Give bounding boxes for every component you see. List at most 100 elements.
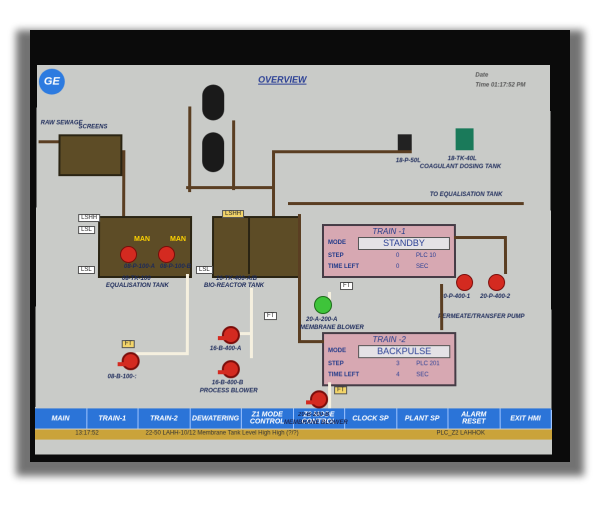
air-line-b	[135, 352, 189, 356]
logo-text: GE	[43, 75, 60, 88]
membrane-blower-a-label: MEMBRANE BLOWER	[300, 325, 364, 332]
bioreactor-divider	[247, 218, 251, 275]
permeate-pump-1[interactable]	[456, 274, 474, 292]
monitor-bezel: GE OVERVIEW Date Time 01:17:52 PM RAW SE…	[30, 30, 570, 462]
train-1-step-label: STEP	[327, 253, 344, 259]
vessel-pipe-2	[232, 120, 236, 191]
permeate-pump-label: PERMEATE/TRANSFER PUMP	[438, 314, 525, 321]
eq-pump-a[interactable]	[119, 246, 138, 263]
nav-alarm-reset[interactable]: ALARM RESET	[448, 408, 501, 429]
status-message: 22-50 LAHH-10/12 Membrane Tank Level Hig…	[145, 430, 299, 437]
train-1-sec-value: SEC	[416, 263, 429, 271]
membrane-blower-a[interactable]	[314, 296, 333, 315]
permeate-pump-2[interactable]	[488, 274, 506, 292]
raw-sewage-label: RAW SEWAGE	[40, 120, 83, 127]
train-2-step-label: STEP	[328, 361, 344, 368]
membrane-blower-b-id: 20-B-200-B	[298, 412, 330, 418]
process-return-2	[298, 340, 325, 344]
status-time: 13:17:52	[75, 430, 99, 437]
bioreactor-alarm-tag[interactable]: LSHH	[222, 210, 245, 219]
eq-tank-label: EQUALISATION TANK	[105, 283, 169, 290]
level-tag-lsl[interactable]: LSL	[78, 226, 95, 235]
coagulant-tank-label: COAGULANT DOSING TANK	[419, 164, 502, 171]
nav-clock-sp[interactable]: CLOCK SP	[345, 408, 397, 429]
nav-plant-sp[interactable]: PLANT SP	[396, 408, 449, 429]
level-tag-eq[interactable]: LSL	[77, 265, 95, 275]
alarm-status-bar[interactable]: 13:17:52 22-50 LAHH-10/12 Membrane Tank …	[35, 429, 552, 440]
page-title: OVERVIEW	[258, 74, 307, 85]
membrane-blower-a-tag[interactable]: FT	[340, 282, 354, 291]
process-blower-b-id: 16-B-400-B	[211, 380, 244, 387]
pump-a-mode: MAN	[134, 236, 151, 244]
eq-blower-id: 08-B-100-:	[107, 374, 137, 381]
status-right: PLC_Z2 LAHHOK	[436, 430, 486, 437]
coagulant-pump[interactable]	[397, 134, 412, 151]
membrane-blower-b-tag[interactable]: FT	[334, 386, 348, 395]
coagulant-pump-id: 18-P-50L	[395, 158, 421, 165]
eq-pump-b-id: 08-P-100-B	[159, 263, 192, 271]
bioreactor-id: 16-TK-400-A/B	[215, 276, 258, 283]
eq-blower[interactable]	[121, 352, 140, 371]
nav-main[interactable]: MAIN	[35, 408, 87, 429]
process-blower-label: PROCESS BLOWER	[199, 388, 258, 395]
nav-train-1[interactable]: TRAIN-1	[86, 408, 139, 429]
bioreactor-level-tag[interactable]: LSL	[195, 265, 213, 275]
membrane-blower-a-id: 20-A-200-A	[306, 317, 338, 324]
train-1-mode-label: MODE	[327, 240, 346, 247]
to-equalisation-label: TO EQUALISATION TANK	[429, 192, 503, 199]
train-2-time-value: 4	[396, 372, 400, 379]
time-label: Time 01:17:52 PM	[475, 82, 526, 89]
eq-pump-b[interactable]	[157, 246, 176, 263]
eq-blower-tag[interactable]: FT	[121, 340, 136, 349]
bioreactor-tank	[211, 216, 301, 279]
screen-chamber	[58, 134, 123, 177]
coagulant-drop	[272, 150, 276, 217]
coagulant-tank[interactable]	[455, 128, 474, 151]
permeate-riser	[503, 236, 508, 275]
eq-tank-id: 08-TK-100	[121, 276, 151, 283]
process-blower-a-id: 16-B-400-A	[209, 346, 242, 353]
vessel-bottom-pipe	[186, 186, 273, 190]
train-1-panel[interactable]: TRAIN -1 MODE STANDBY STEP 0 PLC 10 TIME…	[321, 224, 457, 279]
process-blower-tag[interactable]: FT	[263, 312, 278, 321]
process-blower-a[interactable]	[221, 326, 240, 345]
permeate-discharge	[440, 284, 444, 331]
nav-dewatering[interactable]: DEWATERING	[190, 408, 242, 429]
train-2-mode-value: BACKPULSE	[358, 345, 451, 359]
train-1-time-value: 0	[396, 263, 400, 271]
train-2-time-label: TIME LEFT	[328, 372, 360, 379]
train-1-time-label: TIME LEFT	[328, 263, 360, 271]
train-2-step-value: 3	[396, 361, 400, 368]
air-line-a	[185, 274, 189, 355]
screen-to-eq-pipe	[122, 150, 126, 221]
vessel-bottom	[202, 132, 225, 173]
return-line	[288, 202, 524, 206]
permeate-pump-1-id: 20-P-400-1	[440, 294, 471, 301]
train-1-plc-value: PLC 10	[415, 253, 437, 259]
train-2-title: TRAIN -2	[372, 335, 406, 345]
bioreactor-label: BIO-REACTOR TANK	[203, 283, 265, 290]
ge-logo: GE	[38, 68, 65, 95]
vessel-pipe	[188, 106, 192, 193]
process-blower-b[interactable]	[221, 360, 240, 379]
train-1-title: TRAIN -1	[372, 227, 406, 237]
coagulant-line	[272, 150, 412, 154]
train-2-sec-value: SEC	[416, 372, 429, 379]
membrane-blower-b-label: MEMBRANE BLOWER	[284, 420, 348, 426]
pump-b-mode: MAN	[170, 236, 187, 244]
permeate-header	[453, 236, 506, 240]
level-tag-lshh[interactable]: LSHH	[78, 214, 101, 223]
hmi-screen: GE OVERVIEW Date Time 01:17:52 PM RAW SE…	[35, 64, 552, 455]
process-return	[297, 214, 302, 343]
train-2-mode-label: MODE	[328, 348, 347, 355]
train-2-panel[interactable]: TRAIN -2 MODE BACKPULSE STEP 3 PLC 201 T…	[322, 332, 457, 387]
membrane-blower-b-visible[interactable]	[310, 390, 329, 409]
train-1-step-value: 0	[395, 253, 400, 259]
eq-pump-a-id: 08-P-100-A	[123, 263, 156, 271]
train-1-mode-value: STANDBY	[357, 237, 450, 251]
nav-exit-hmi[interactable]: EXIT HMI	[500, 408, 552, 429]
coagulant-tank-id: 18-TK-40L	[447, 156, 477, 163]
nav-train-2[interactable]: TRAIN-2	[138, 408, 191, 429]
vessel-top	[202, 84, 225, 121]
screens-label: SCREENS	[78, 124, 108, 131]
